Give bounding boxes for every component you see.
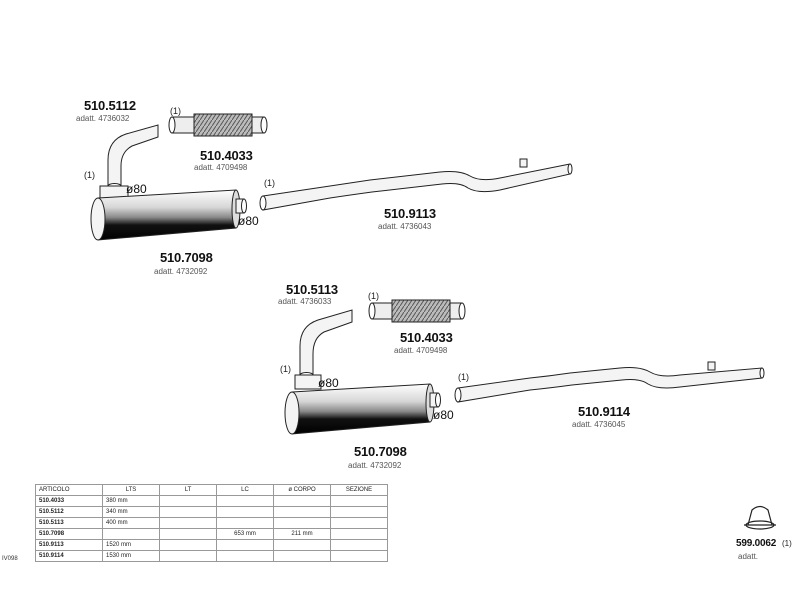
cell-lc bbox=[216, 506, 274, 518]
group1-muffler-oe: adatt. 4732092 bbox=[154, 267, 208, 276]
header-lt: LT bbox=[159, 484, 217, 496]
group1-diameter-outlet: ø80 bbox=[238, 214, 259, 228]
header-corpo: ø CORPO bbox=[273, 484, 331, 496]
group1-muffler-code: 510.7098 bbox=[160, 250, 213, 265]
group2-tail-pipe bbox=[454, 361, 765, 403]
cell-lt bbox=[159, 506, 217, 518]
cell-sezione bbox=[330, 550, 388, 562]
cell-lc bbox=[216, 539, 274, 551]
cell-lc bbox=[216, 495, 274, 507]
table-row: 510.4033 380 mm bbox=[35, 495, 388, 507]
group1-pipe-code: 510.9113 bbox=[384, 206, 436, 221]
cell-lts: 1520 mm bbox=[102, 539, 160, 551]
table-row: 510.9113 1520 mm bbox=[35, 539, 388, 551]
cell-sezione bbox=[330, 495, 388, 507]
cell-sezione bbox=[330, 517, 388, 529]
cell-articolo: 510.9113 bbox=[35, 539, 103, 551]
cell-lt bbox=[159, 539, 217, 551]
cell-sezione bbox=[330, 539, 388, 551]
cell-corpo bbox=[273, 550, 331, 562]
group1-pipe-oe: adatt. 4736043 bbox=[378, 222, 432, 231]
table-side-code: IV098 bbox=[2, 556, 18, 562]
group2-muffler-code: 510.7098 bbox=[354, 444, 407, 459]
group2-pipe-code: 510.9114 bbox=[578, 404, 630, 419]
table-row: 510.5113 400 mm bbox=[35, 517, 388, 529]
cell-articolo: 510.5112 bbox=[35, 506, 103, 518]
clamp-code: 599.0062 bbox=[736, 538, 777, 549]
header-articolo: ARTICOLO bbox=[35, 484, 103, 496]
cell-corpo: 211 mm bbox=[273, 528, 331, 540]
group2-diameter-inlet: ø80 bbox=[318, 376, 339, 390]
cell-sezione bbox=[330, 528, 388, 540]
group2-flex-note: (1) bbox=[368, 291, 379, 301]
group2-bend-pipe bbox=[299, 309, 353, 378]
cell-lc bbox=[216, 517, 274, 529]
table-row: 510.5112 340 mm bbox=[35, 506, 388, 518]
cell-corpo bbox=[273, 495, 331, 507]
table-row: 510.9114 1530 mm bbox=[35, 550, 388, 562]
table-header-row: ARTICOLO LTS LT LC ø CORPO SEZIONE bbox=[35, 484, 388, 496]
cell-lts: 340 mm bbox=[102, 506, 160, 518]
cell-lt bbox=[159, 495, 217, 507]
group2-muffler bbox=[284, 374, 441, 435]
group2-flex-code: 510.4033 bbox=[400, 330, 453, 345]
group1-flex-code: 510.4033 bbox=[200, 148, 253, 163]
group1-flex-note: (1) bbox=[170, 106, 181, 116]
clamp-oe: adatt. bbox=[738, 552, 759, 561]
cell-articolo: 510.7098 bbox=[35, 528, 103, 540]
group1-diameter-inlet: ø80 bbox=[126, 182, 147, 196]
header-sezione: SEZIONE bbox=[330, 484, 388, 496]
cell-lts: 380 mm bbox=[102, 495, 160, 507]
cell-sezione bbox=[330, 506, 388, 518]
group2-pipe-oe: adatt. 4736045 bbox=[572, 420, 626, 429]
group1-bend-note: (1) bbox=[84, 170, 95, 180]
group2-flex-pipe bbox=[368, 299, 466, 323]
cell-lts: 400 mm bbox=[102, 517, 160, 529]
group2-flex-oe: adatt. 4709498 bbox=[394, 346, 448, 355]
cell-corpo bbox=[273, 506, 331, 518]
clamp-part bbox=[744, 505, 776, 530]
spec-table: ARTICOLO LTS LT LC ø CORPO SEZIONE 510.4… bbox=[35, 484, 388, 562]
group1-pipe-note: (1) bbox=[264, 178, 275, 188]
group1-flex-pipe bbox=[168, 113, 268, 137]
cell-lt bbox=[159, 550, 217, 562]
group2-bend-oe: adatt. 4736033 bbox=[278, 297, 332, 306]
cell-lt bbox=[159, 528, 217, 540]
cell-lts: 1530 mm bbox=[102, 550, 160, 562]
cell-articolo: 510.9114 bbox=[35, 550, 103, 562]
group1-bend-pipe bbox=[107, 124, 159, 189]
cell-articolo: 510.4033 bbox=[35, 495, 103, 507]
header-lts: LTS bbox=[102, 484, 160, 496]
group2-bend-note: (1) bbox=[280, 364, 291, 374]
cell-lt bbox=[159, 517, 217, 529]
group2-bend-code: 510.5113 bbox=[286, 282, 338, 297]
group2-diameter-outlet: ø80 bbox=[433, 408, 454, 422]
cell-articolo: 510.5113 bbox=[35, 517, 103, 529]
clamp-note: (1) bbox=[782, 539, 792, 548]
group1-bend-oe: adatt. 4736032 bbox=[76, 114, 130, 123]
group1-bend-code: 510.5112 bbox=[84, 98, 136, 113]
header-lc: LC bbox=[216, 484, 274, 496]
group2-pipe-note: (1) bbox=[458, 372, 469, 382]
table-row: 510.7098 653 mm 211 mm bbox=[35, 528, 388, 540]
group2-muffler-oe: adatt. 4732092 bbox=[348, 461, 402, 470]
cell-lc bbox=[216, 550, 274, 562]
cell-lts bbox=[102, 528, 160, 540]
group1-tail-pipe bbox=[259, 158, 573, 211]
group1-muffler bbox=[90, 185, 247, 241]
cell-corpo bbox=[273, 517, 331, 529]
cell-corpo bbox=[273, 539, 331, 551]
cell-lc: 653 mm bbox=[216, 528, 274, 540]
group1-flex-oe: adatt. 4709498 bbox=[194, 163, 248, 172]
